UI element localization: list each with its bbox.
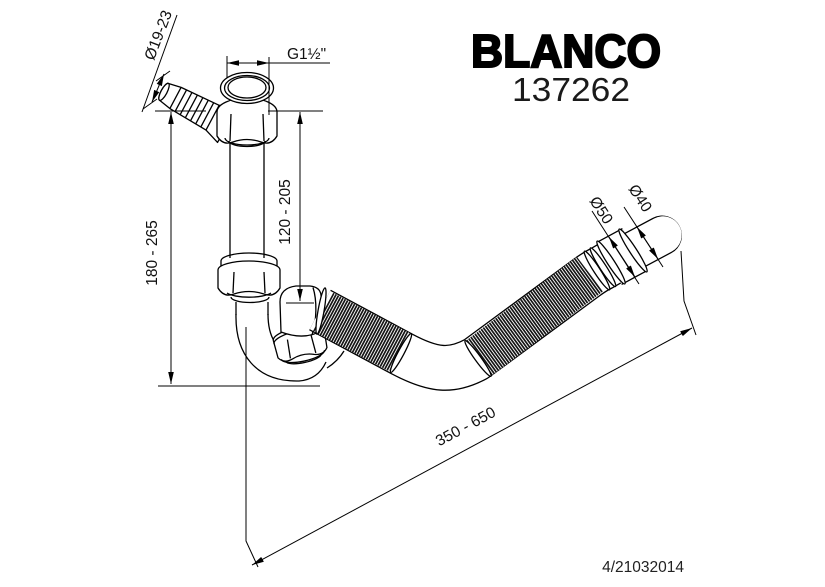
label-inlet-depth: 120 - 205 <box>277 179 294 245</box>
thread-ring <box>219 71 275 105</box>
dimension-outlet-diameter <box>623 206 664 268</box>
blanco-logo: BLANCO <box>471 25 661 77</box>
middle-union-nut <box>217 252 281 304</box>
inlet-pipe <box>229 132 265 258</box>
dimension-hose-diameter <box>591 210 640 285</box>
lower-tube <box>235 302 269 315</box>
dimension-lines <box>141 14 697 568</box>
top-coupling-nut <box>216 97 278 148</box>
dimension-barb-diameter <box>141 14 178 113</box>
label-thread-size: G1½" <box>287 46 326 63</box>
dimension-thread <box>226 56 330 115</box>
dimension-hose-length <box>245 250 697 568</box>
label-overall-height: 180 - 265 <box>144 220 161 286</box>
doc-number: 4/21032014 <box>602 559 684 576</box>
dimension-inlet-depth <box>286 112 314 304</box>
product-number: 137262 <box>512 71 630 108</box>
